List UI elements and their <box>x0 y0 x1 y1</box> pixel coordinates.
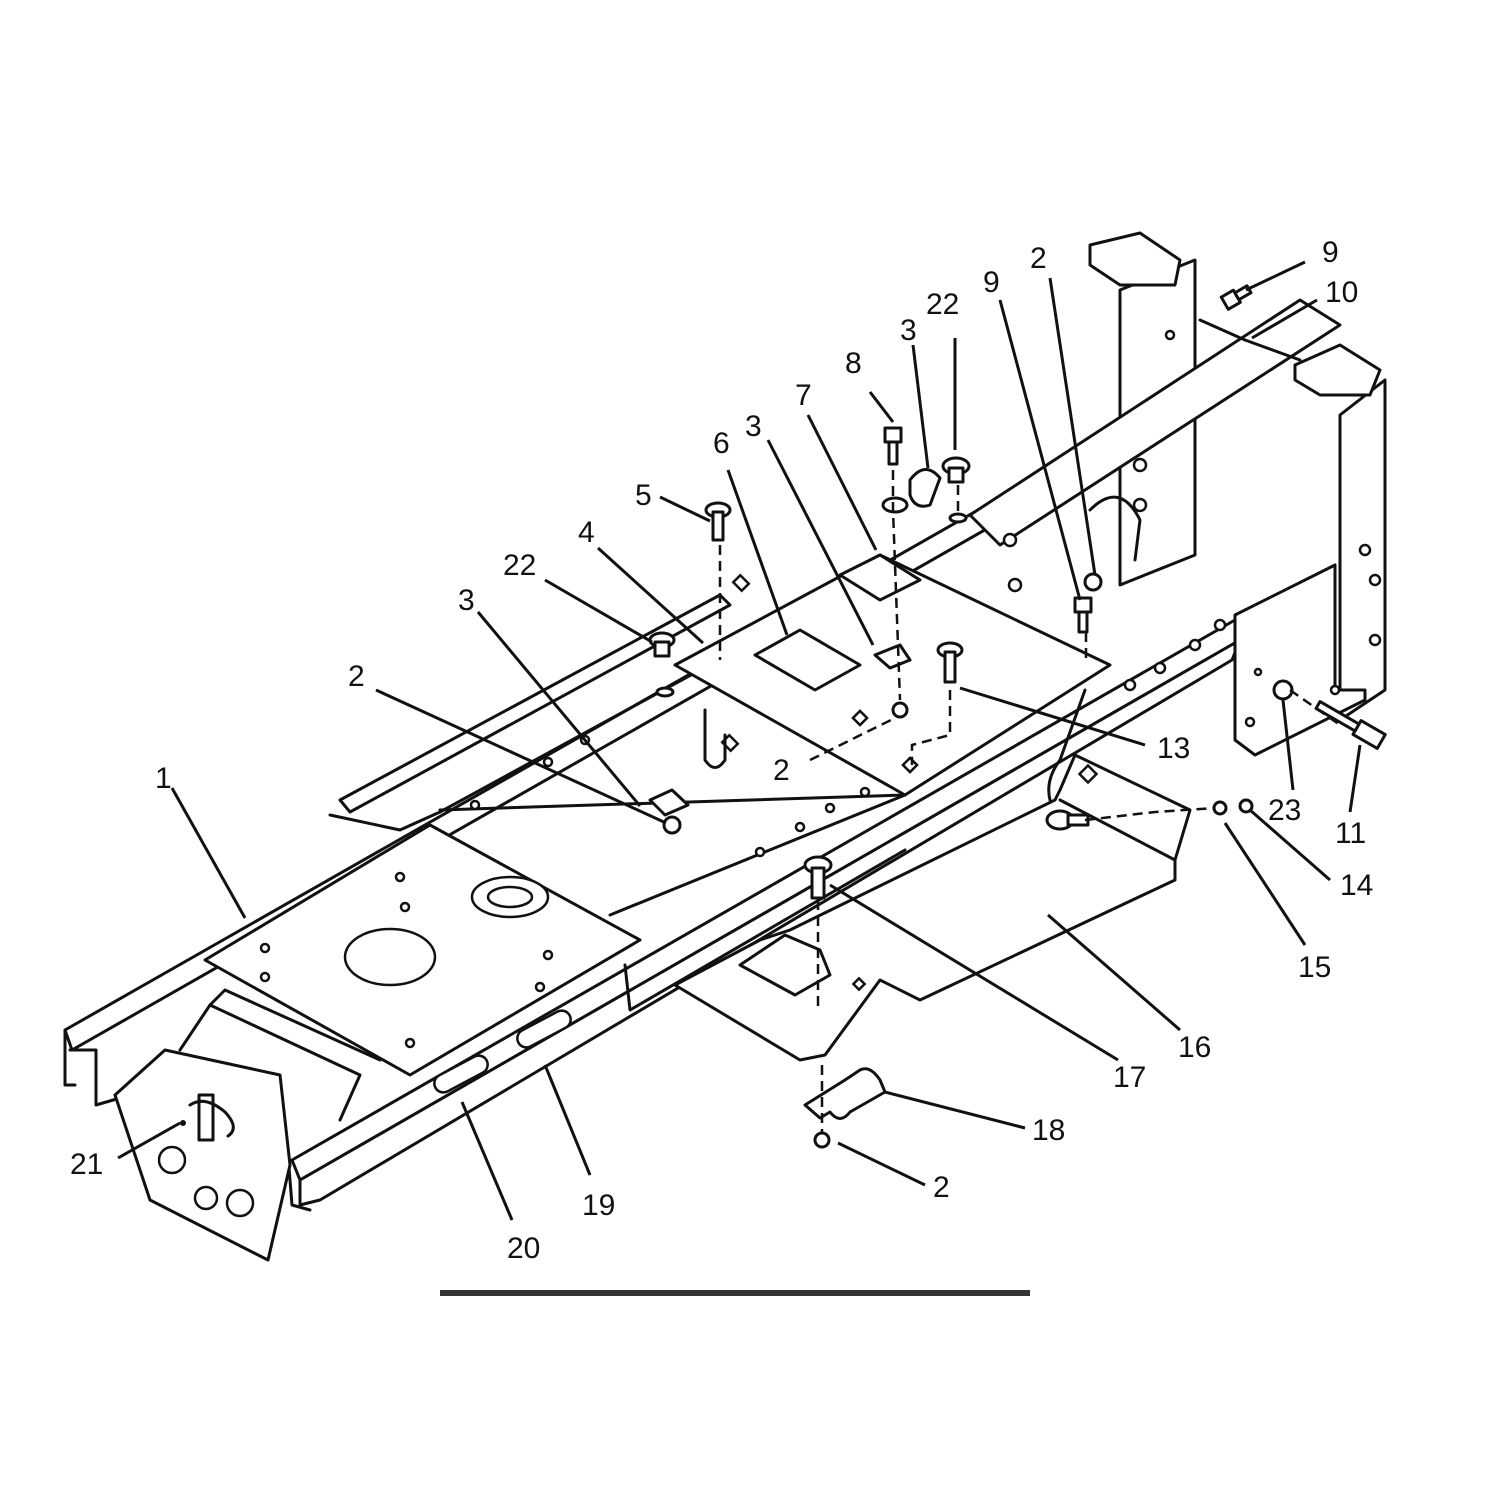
callout-16: 16 <box>1178 1031 1211 1064</box>
carriage-bolt-17 <box>803 855 833 900</box>
callout-10: 10 <box>1325 276 1358 309</box>
callout-9-top: 9 <box>1322 236 1339 269</box>
callout-22-top: 22 <box>926 288 959 321</box>
callout-8: 8 <box>845 347 862 380</box>
callout-2-lower: 2 <box>933 1171 950 1204</box>
hex-bolt-8 <box>883 426 903 466</box>
side-pan-bolt <box>1045 809 1090 831</box>
callout-21: 21 <box>70 1148 103 1181</box>
callout-15: 15 <box>1298 951 1331 984</box>
hardware <box>180 284 1387 1149</box>
callout-14: 14 <box>1340 869 1373 902</box>
callout-2-upper: 2 <box>1030 242 1047 275</box>
callout-22-left: 22 <box>503 549 536 582</box>
callout-11: 11 <box>1335 817 1366 850</box>
clip-3-center <box>873 643 912 670</box>
callout-2-center: 2 <box>773 754 790 787</box>
clip-3-left <box>648 788 690 817</box>
hex-bolt-9-middle <box>1073 596 1093 634</box>
callout-6: 6 <box>713 427 730 460</box>
front-deck-plate <box>203 823 642 1077</box>
leader-lines <box>117 260 1362 1221</box>
nut-2-left <box>662 815 682 835</box>
carriage-bolt-13 <box>936 641 964 684</box>
callout-1: 1 <box>155 762 172 795</box>
clamp-18 <box>803 1067 887 1120</box>
callout-20: 20 <box>507 1232 540 1265</box>
callout-3-top: 3 <box>900 314 917 347</box>
callout-18: 18 <box>1032 1114 1065 1147</box>
nut-2-lower <box>813 1131 831 1149</box>
side-pan <box>673 688 1192 1062</box>
callout-19: 19 <box>582 1189 615 1222</box>
callout-labels: 9 10 2 9 22 3 8 7 3 6 5 4 22 3 2 1 2 13 … <box>70 236 1373 1265</box>
bolt-11 <box>1314 700 1387 750</box>
callout-23: 23 <box>1268 794 1301 827</box>
hex-bolt-9-top <box>1219 284 1253 311</box>
nut-2-center <box>891 701 909 719</box>
callout-7: 7 <box>795 379 812 412</box>
callout-3-middle: 3 <box>745 410 762 443</box>
nut-2-upper <box>1083 572 1103 592</box>
carriage-bolt-5 <box>704 501 732 542</box>
callout-13: 13 <box>1157 732 1190 765</box>
washer-23 <box>1272 679 1294 701</box>
bushing-22-top <box>941 456 971 524</box>
spacer-3-top <box>881 468 942 514</box>
callout-4: 4 <box>578 516 595 549</box>
nut-14 <box>1238 798 1254 814</box>
callout-2-left: 2 <box>348 660 365 693</box>
callout-9-middle: 9 <box>983 266 1000 299</box>
callout-17: 17 <box>1113 1061 1146 1094</box>
bushing-22-left <box>648 631 676 698</box>
lock-washer-15 <box>1212 800 1228 816</box>
callout-3-left: 3 <box>458 584 475 617</box>
callout-5: 5 <box>635 479 652 512</box>
center-plate <box>673 553 1112 797</box>
cropped-caption-strokes <box>440 1290 1030 1296</box>
hitch-pin-21 <box>180 1093 235 1142</box>
